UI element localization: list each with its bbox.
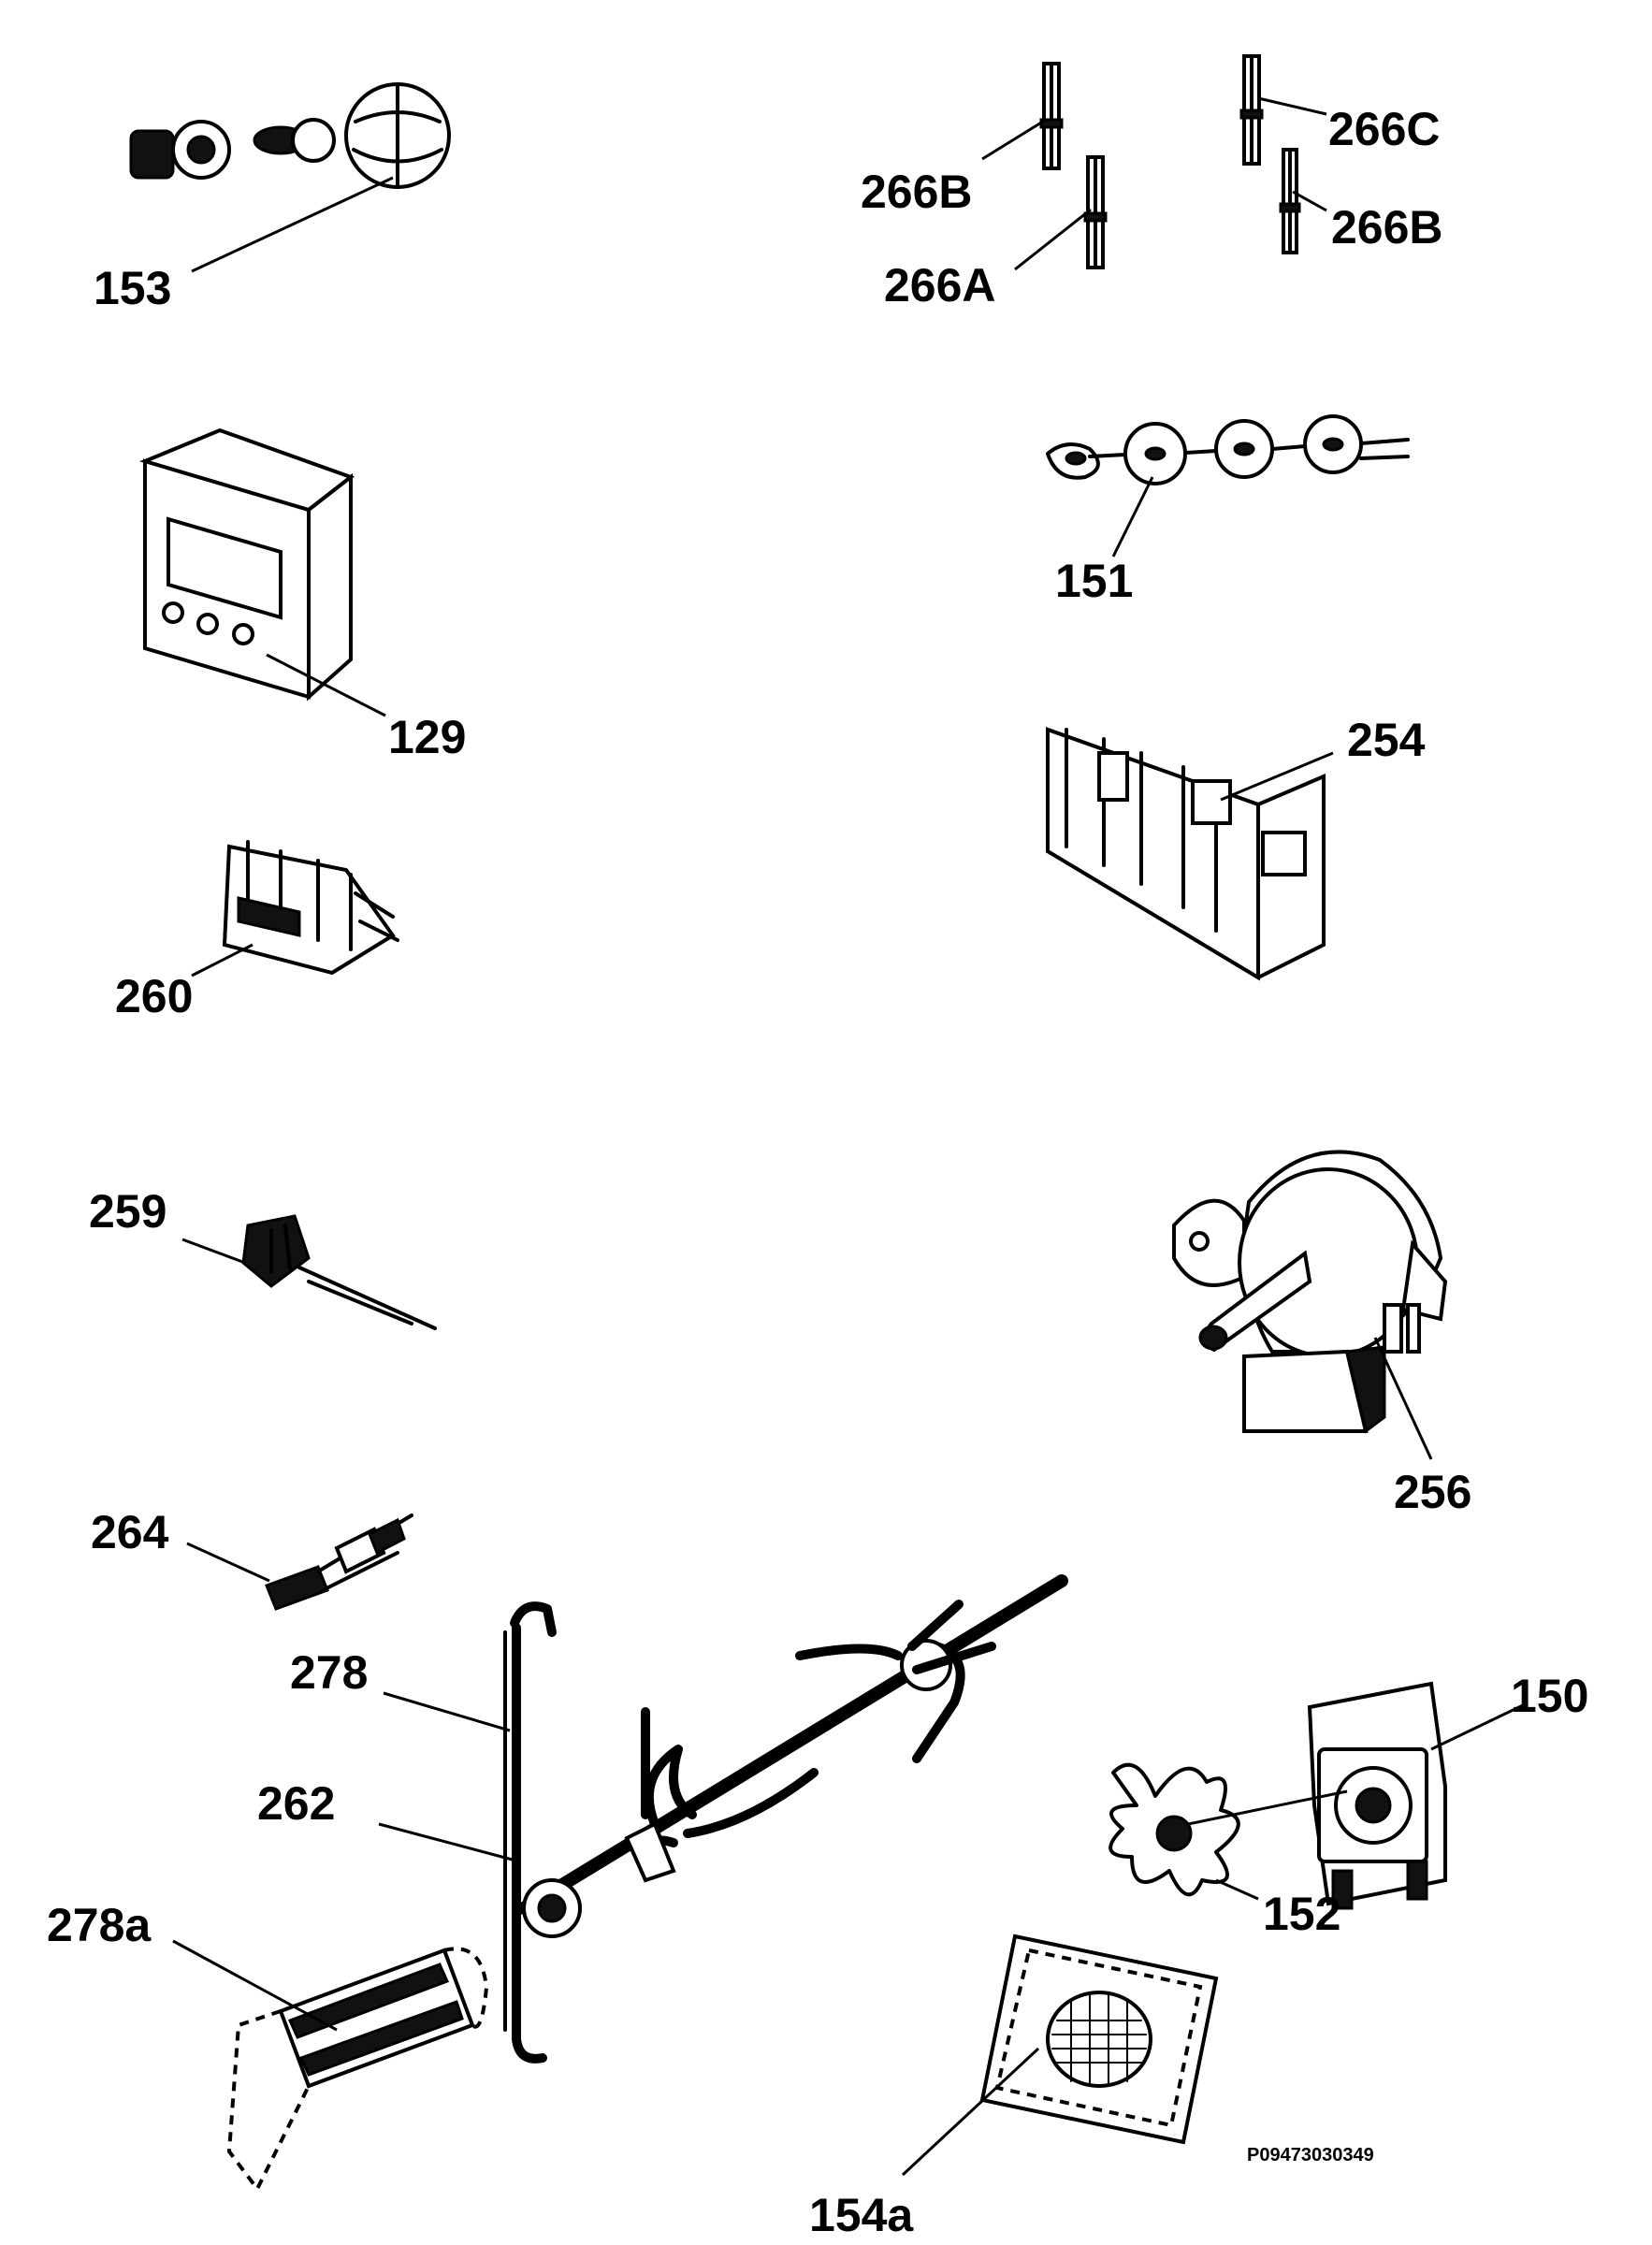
label-262: 262 [257, 1777, 335, 1830]
part-266B-left-terminal [981, 62, 1064, 170]
drawing-code: P09473030349 [1247, 2145, 1374, 2165]
part-266C-terminal [1239, 54, 1327, 166]
label-266C: 266C [1328, 103, 1441, 155]
part-254-terminal-block [1046, 727, 1334, 981]
label-278a: 278a [47, 1899, 152, 1951]
part-256-motor [1172, 1150, 1448, 1460]
label-266B-left: 266B [861, 166, 973, 218]
label-260: 260 [115, 970, 193, 1022]
label-151: 151 [1055, 555, 1133, 607]
label-259: 259 [89, 1185, 167, 1238]
label-266A: 266A [884, 259, 996, 311]
part-260-selector-switch [191, 840, 399, 978]
part-278-spit-support-frame [383, 1601, 557, 2064]
label-278: 278 [290, 1646, 368, 1699]
part-259-sensor [181, 1214, 437, 1330]
part-266B-right-terminal [1279, 148, 1327, 254]
label-266B-right: 266B [1331, 201, 1443, 253]
part-129-timer-module [139, 427, 386, 717]
label-150: 150 [1511, 1670, 1588, 1722]
part-278a-spit-handle [172, 1939, 489, 2193]
part-262-rotisserie-spit [378, 1574, 1068, 1938]
label-154a: 154a [809, 2189, 914, 2241]
label-129: 129 [388, 711, 466, 763]
label-153: 153 [94, 262, 171, 314]
part-152-fan-impeller [1109, 1762, 1348, 1901]
part-151-terminal-ring-chain [1046, 414, 1410, 558]
label-264: 264 [91, 1506, 169, 1558]
part-153-lamp-assembly [129, 82, 451, 273]
label-254: 254 [1347, 714, 1426, 766]
part-264-connector [186, 1514, 413, 1611]
part-154a-rear-grille-panel [901, 1934, 1219, 2177]
part-266A-terminal [1014, 155, 1108, 271]
label-152: 152 [1263, 1888, 1340, 1940]
part-150-fan-motor-bracket [1307, 1681, 1526, 1910]
label-256: 256 [1394, 1466, 1471, 1518]
